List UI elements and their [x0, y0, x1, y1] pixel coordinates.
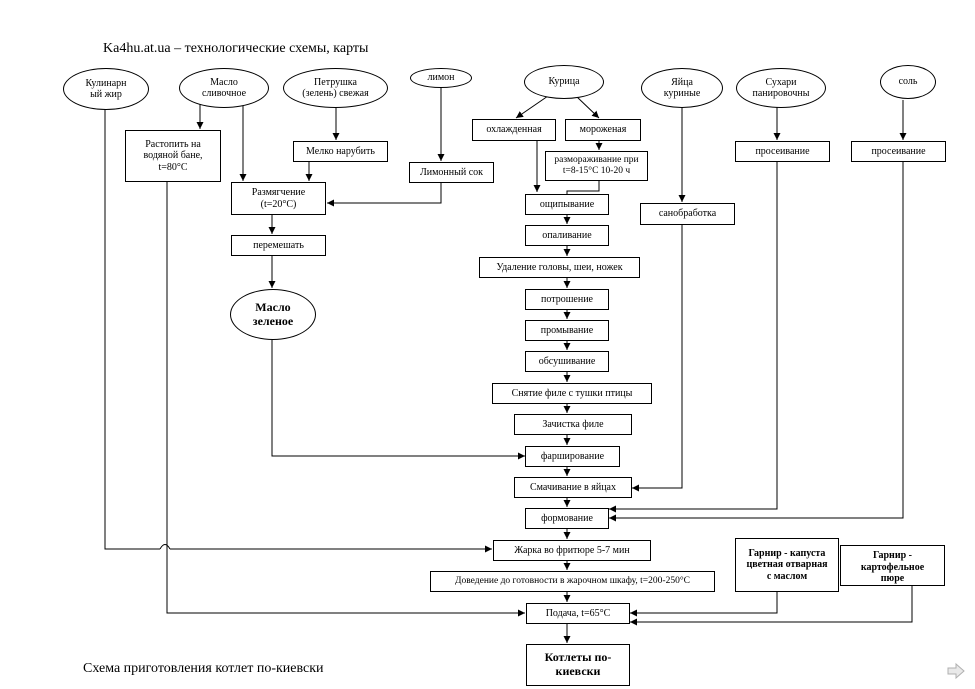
- connector: [159, 544, 171, 550]
- green-butter: Масло зеленое: [230, 289, 316, 340]
- step-stuff: фарширование: [525, 446, 620, 467]
- step-chilled: охлажденная: [472, 119, 556, 141]
- step-serve: Подача, t=65°С: [526, 603, 630, 624]
- step-sift-crumbs: просеивание: [735, 141, 830, 162]
- connector: [609, 162, 904, 522]
- step-sift-salt: просеивание: [851, 141, 946, 162]
- side-dish-cauliflower: Гарнир - капуста цветная отварная с масл…: [735, 538, 839, 592]
- step-egg-sanitize: санобработка: [640, 203, 735, 225]
- next-arrow-icon[interactable]: [946, 662, 966, 680]
- page-title: Ka4hu.at.ua – технологические схемы, кар…: [103, 41, 369, 56]
- diagram-caption: Схема приготовления котлет по-киевски: [83, 661, 324, 676]
- step-pluck: ощипывание: [525, 194, 609, 215]
- step-gut: потрошение: [525, 289, 609, 310]
- raw-parsley: Петрушка (зелень) свежая: [283, 68, 388, 108]
- step-thaw: размораживание при t=8-15°С 10-20 ч: [545, 151, 648, 181]
- step-frozen: мороженая: [565, 119, 641, 141]
- connector: [166, 181, 525, 617]
- step-singe: опаливание: [525, 225, 609, 246]
- raw-butter: Масло сливочное: [179, 68, 269, 108]
- raw-chicken: Курица: [524, 65, 604, 99]
- connector: [630, 586, 913, 626]
- connector: [271, 340, 525, 460]
- step-chop-finely: Мелко нарубить: [293, 141, 388, 162]
- step-deep-fry: Жарка во фритюре 5-7 мин: [493, 540, 651, 561]
- side-dish-mashed-potato: Гарнир - картофельное пюре: [840, 545, 945, 586]
- step-soften: Размягчение (t=20°С): [231, 182, 326, 215]
- connector: [327, 183, 442, 207]
- raw-salt: соль: [880, 65, 936, 99]
- step-melt-water-bath: Растопить на водяной бане, t=80°С: [125, 130, 221, 182]
- step-wash: промывание: [525, 320, 609, 341]
- connector: [566, 181, 600, 194]
- raw-culinary-fat: Кулинарн ый жир: [63, 68, 149, 110]
- connector: [104, 104, 160, 550]
- connector: [632, 225, 683, 492]
- step-dry: обсушивание: [525, 351, 609, 372]
- step-mix: перемешать: [231, 235, 326, 256]
- connector: [609, 162, 778, 513]
- raw-breadcrumbs: Сухари панировочны: [736, 68, 826, 108]
- raw-lemon: лимон: [410, 68, 472, 88]
- step-fillet: Снятие филе с тушки птицы: [492, 383, 652, 404]
- step-shape: формование: [525, 508, 609, 529]
- step-remove-head: Удаление головы, шеи, ножек: [479, 257, 640, 278]
- connector: [630, 592, 778, 617]
- step-clean-fillet: Зачистка филе: [514, 414, 632, 435]
- step-egg-dip: Смачивание в яйцах: [514, 477, 632, 498]
- raw-eggs: Яйца куриные: [641, 68, 723, 108]
- final-product-kiev-cutlets: Котлеты по- киевски: [526, 644, 630, 686]
- step-oven-finish: Доведение до готовности в жарочном шкафу…: [430, 571, 715, 592]
- step-lemon-juice: Лимонный сок: [409, 162, 494, 183]
- connector: [515, 95, 549, 119]
- connector: [575, 95, 600, 119]
